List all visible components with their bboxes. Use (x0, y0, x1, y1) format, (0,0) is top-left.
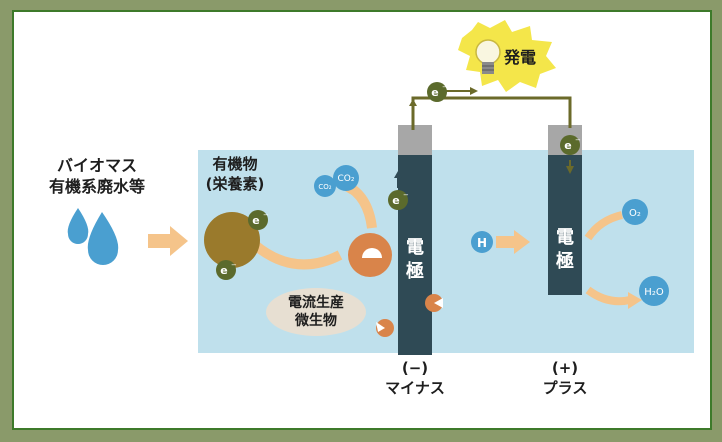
svg-text:−: − (231, 261, 237, 269)
electron-wire-right: e − (560, 135, 581, 155)
input-arrow (148, 226, 188, 256)
electron-organic-2: e − (216, 260, 237, 280)
organic-label-line-2: (栄養素) (205, 175, 265, 193)
svg-text:e: e (431, 86, 438, 99)
nutrient-flow-arrow (251, 241, 343, 270)
electron-wire-top: e − (427, 82, 448, 102)
svg-text:e: e (392, 194, 399, 207)
microbe-main (348, 233, 392, 277)
organic-label: 有機物 (栄養素) (192, 154, 278, 194)
wire-flow-arrow-up (409, 99, 417, 106)
cathode-label: (+) プラス (525, 358, 605, 398)
proton-bubble (471, 231, 493, 253)
oxygen-arrow (584, 211, 624, 241)
svg-text:e: e (220, 264, 227, 277)
source-label-line-2: 有機系廃水等 (48, 177, 145, 196)
microbe-small-2 (376, 319, 394, 337)
water-arrow (585, 286, 631, 306)
anode-label: (−) マイナス (375, 358, 455, 398)
cathode-name: プラス (542, 379, 588, 397)
co2-label-2: CO₂ (338, 174, 355, 184)
source-label: バイオマス 有機系廃水等 (32, 155, 162, 197)
proton-arrow (496, 236, 516, 248)
h2o-label: H₂O (644, 287, 664, 298)
droplet-icon (67, 208, 119, 265)
o2-bubble (622, 199, 648, 225)
h2o-bubble (639, 276, 669, 306)
source-label-line-1: バイオマス (56, 156, 137, 175)
organic-matter-blob (204, 212, 260, 268)
microbe-label: 電流生産 微生物 (268, 294, 364, 330)
svg-text:e: e (564, 139, 571, 152)
svg-text:e: e (252, 214, 259, 227)
lightbulb-icon (475, 39, 501, 74)
cathode-sign: (+) (551, 359, 579, 377)
o2-label: O₂ (629, 208, 641, 219)
microbe-label-line-2: 微生物 (295, 313, 337, 329)
electron-anode: e − (388, 190, 409, 210)
svg-text:−: − (403, 191, 409, 199)
generation-label: 発電 (504, 48, 537, 67)
anode-up-arrow (394, 171, 402, 178)
anode-text: 電 極 (406, 237, 424, 282)
anode-electrode (398, 155, 432, 355)
wire-flow-arrow-down (566, 166, 574, 174)
anode-name: マイナス (385, 379, 445, 397)
svg-text:−: − (575, 136, 581, 144)
svg-text:−: − (263, 211, 269, 219)
organic-label-line-1: 有機物 (212, 155, 258, 173)
proton-label: H (477, 236, 487, 250)
microbe-small-1 (425, 294, 443, 312)
anode-sign: (−) (401, 359, 429, 377)
svg-text:−: − (442, 83, 448, 91)
external-wire (411, 96, 572, 130)
electron-organic-1: e − (248, 210, 269, 230)
anode-terminal (398, 125, 432, 155)
cathode-electrode (548, 155, 582, 295)
co2-bubble-1 (314, 175, 336, 197)
co2-bubble-2 (333, 165, 359, 191)
co2-label-1: CO₂ (318, 183, 331, 191)
microbe-label-line-1: 電流生産 (288, 295, 344, 311)
wire-flow-arrowhead-top (470, 87, 478, 95)
cathode-text: 電 極 (556, 227, 574, 272)
microbe-label-bubble (266, 288, 366, 336)
